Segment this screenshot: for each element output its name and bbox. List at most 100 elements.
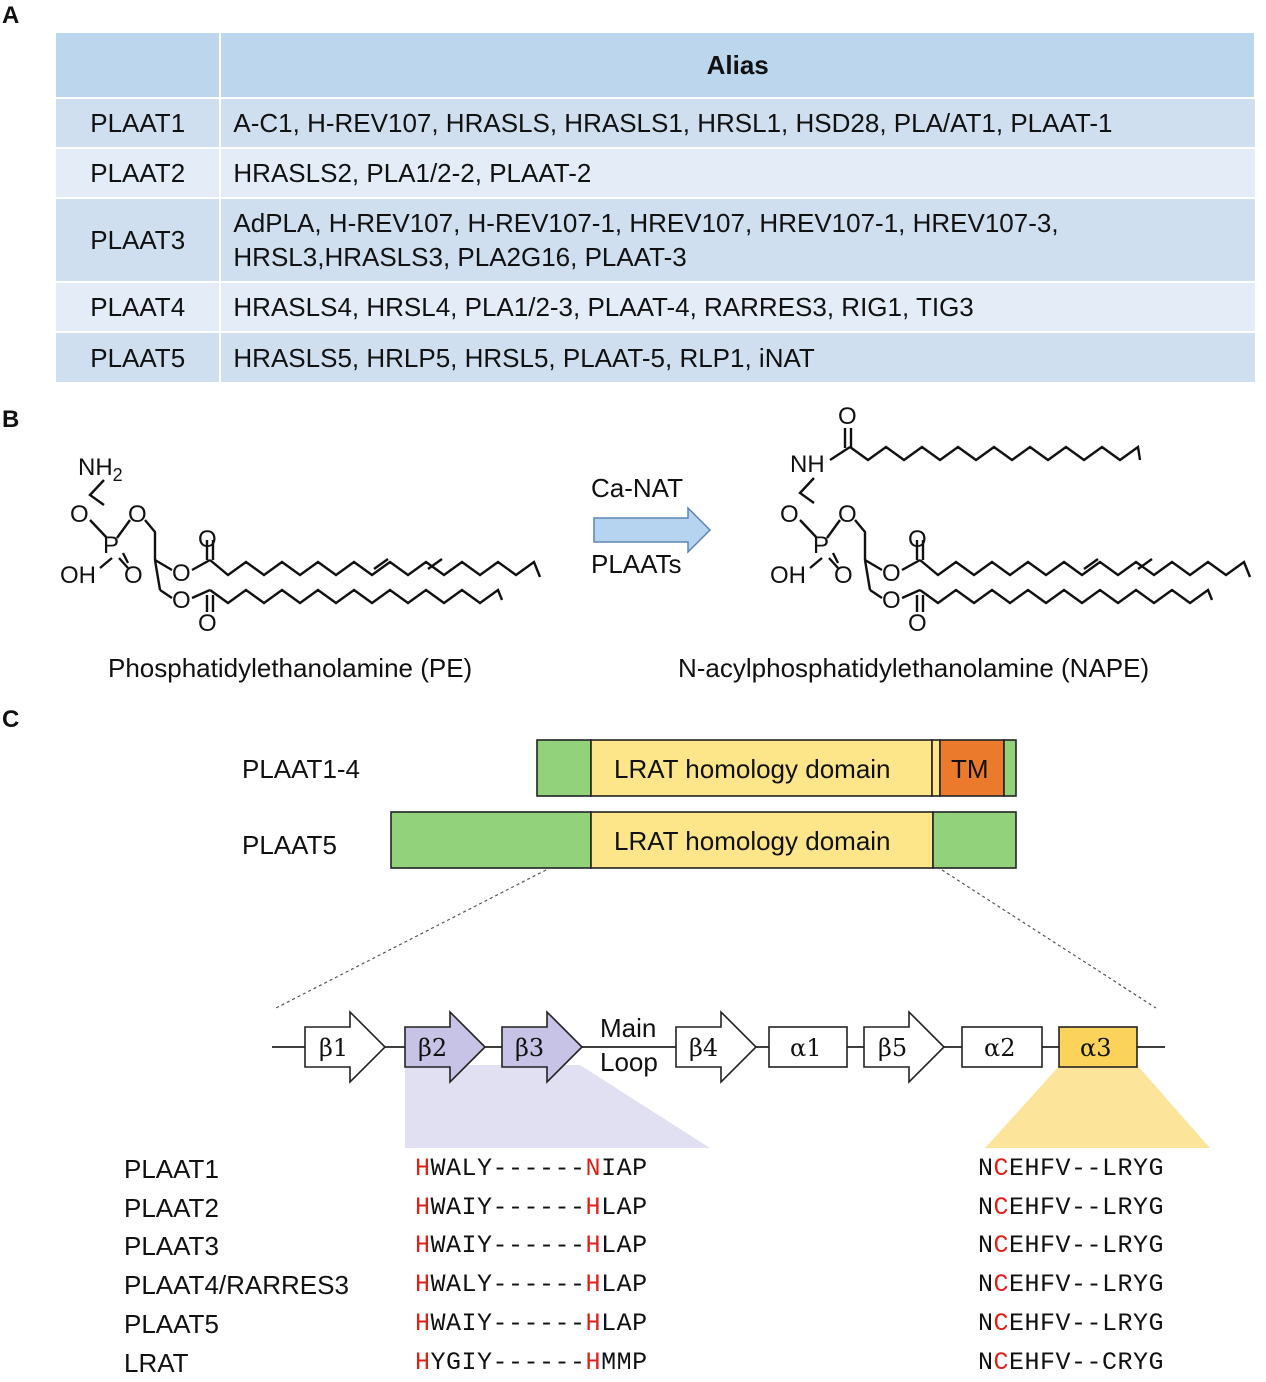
domain-diagram: PLAAT1-4 LRAT homology domain TM PLAAT5 … <box>242 739 1210 1148</box>
plaat1-4-bar <box>536 739 1017 797</box>
alignment-beta-region: HWALY------NIAP HWAIY------HLAP HWAIY---… <box>415 1150 648 1382</box>
topology-elements <box>304 1010 1138 1084</box>
row1-label: PLAAT1-4 <box>242 754 360 784</box>
alias-cell: HRASLS2, PLA1/2-2, PLAAT-2 <box>220 147 1255 198</box>
seq-row: NCEHFV--LRYG <box>978 1154 1165 1183</box>
plaat5-bar <box>390 811 1017 869</box>
substrate-label: Phosphatidylethanolamine (PE) <box>108 653 472 683</box>
alpha2-label: α2 <box>984 1034 1015 1062</box>
atom-label: O <box>838 501 857 528</box>
tm-domain <box>939 739 1005 797</box>
atom-label: P <box>103 532 119 559</box>
atom-label: O <box>882 587 901 614</box>
lrat-label: LRAT homology domain <box>614 826 891 856</box>
main-loop-label-1: Main <box>600 1013 656 1043</box>
zoom-line-left <box>275 869 547 1009</box>
alias-cell: A-C1, H-REV107, HRASLS, HRASLS1, HRSL1, … <box>220 97 1255 148</box>
seq-row: HWAIY------HLAP <box>415 1308 648 1338</box>
alpha3-highlight-cone <box>985 1065 1210 1148</box>
pe-atoms: NH2 O O P OH O O O O O <box>60 454 217 637</box>
atom-label: NH <box>790 451 825 478</box>
atom-label: O <box>838 403 857 430</box>
seq-row: NCEHFV--CRYG <box>978 1347 1165 1377</box>
seq-name: PLAAT1 <box>124 1154 219 1184</box>
header-alias: Alias <box>220 33 1256 98</box>
gene-cell: PLAAT1 <box>56 97 222 148</box>
beta1-arrow <box>304 1010 387 1084</box>
atom-label: O <box>908 526 927 553</box>
panel-a-label: A <box>2 2 20 29</box>
table-header-row: Alias <box>56 33 1256 98</box>
seq-row: NCEHFV--LRYG <box>978 1192 1165 1222</box>
atom-label: O <box>198 610 217 637</box>
atom-label: O <box>128 501 147 528</box>
atom-label: O <box>124 562 143 589</box>
alpha1-box <box>768 1026 848 1068</box>
table-row: PLAAT4 HRASLS4, HRSL4, PLA1/2-3, PLAAT-4… <box>56 281 1255 332</box>
table-row: PLAAT5 HRASLS5, HRLP5, HRSL5, PLAAT-5, R… <box>56 331 1255 382</box>
reaction-scheme: NH2 O O P OH O O O O O Phosphatidylethan… <box>60 403 1252 683</box>
atom-label: O <box>70 501 89 528</box>
atom-label: OH <box>770 562 806 589</box>
seq-name: PLAAT5 <box>124 1308 219 1339</box>
reaction-arrow <box>593 506 712 554</box>
enzyme-bottom-label: PLAATs <box>591 549 682 579</box>
lrat-domain <box>590 811 934 869</box>
beta5-arrow <box>863 1010 946 1084</box>
panel-b-label: B <box>2 406 20 433</box>
seq-row: NCEHFV--LRYG <box>978 1231 1165 1261</box>
beta5-label: β5 <box>878 1034 907 1062</box>
alpha1-label: α1 <box>790 1034 821 1062</box>
main-loop-label-2: Loop <box>600 1047 658 1077</box>
alias-cell: HRASLS5, HRLP5, HRSL5, PLAAT-5, RLP1, iN… <box>220 331 1255 382</box>
alias-table: Alias PLAAT1 A-C1, H-REV107, HRASLS, HRA… <box>56 33 1256 382</box>
alignment-alpha3-region: NCEHFV--LRYG NCEHFV--LRYG NCEHFV--LRYG N… <box>978 1150 1164 1382</box>
beta3-arrow <box>501 1010 584 1084</box>
beta3-label: β3 <box>515 1034 544 1062</box>
seq-name: PLAAT3 <box>124 1231 219 1262</box>
beta4-arrow <box>675 1010 758 1084</box>
seq-row: HYGIY------HMMP <box>415 1347 648 1377</box>
seq-name: PLAAT4/RARRES3 <box>124 1270 349 1301</box>
beta2-arrow <box>404 1010 487 1084</box>
table-row: PLAAT2 HRASLS2, PLA1/2-2, PLAAT-2 <box>56 147 1255 198</box>
seq-row: HWALY------HLAP <box>415 1270 648 1300</box>
beta-highlight-cone <box>405 1065 710 1148</box>
atom-label: O <box>908 610 927 637</box>
gene-cell: PLAAT3 <box>56 197 222 282</box>
beta1-label: β1 <box>319 1034 348 1062</box>
atom-label: O <box>834 562 853 589</box>
atom-label: O <box>172 560 191 587</box>
seq-name: LRAT <box>124 1347 189 1378</box>
nape-atoms: O NH O O P OH O O O O O <box>770 403 927 637</box>
lrat-label: LRAT homology domain <box>614 754 891 784</box>
atom-label: P <box>813 532 829 559</box>
seq-row: HWAIY------HLAP <box>415 1231 648 1261</box>
table-row: PLAAT3 AdPLA, H-REV107, H-REV107-1, HREV… <box>56 197 1255 282</box>
n-term-region <box>536 739 592 797</box>
c-term-region <box>932 811 1017 869</box>
nape-structure <box>798 428 1252 612</box>
table-row: PLAAT1 A-C1, H-REV107, HRASLS, HRASLS1, … <box>56 97 1255 148</box>
beta2-label: β2 <box>418 1034 447 1062</box>
atom-label: O <box>882 560 901 587</box>
seq-row: NCEHFV--LRYG <box>978 1308 1165 1338</box>
alpha2-box <box>961 1026 1043 1068</box>
alias-cell: HRASLS4, HRSL4, PLA1/2-3, PLAAT-4, RARRE… <box>220 281 1255 332</box>
atom-label: NH2 <box>78 454 123 485</box>
enzyme-top-label: Ca-NAT <box>591 473 683 503</box>
atom-label: O <box>198 526 217 553</box>
seq-name: PLAAT2 <box>124 1192 219 1223</box>
panel-c-label: C <box>2 706 20 733</box>
pe-structure <box>88 479 542 612</box>
alpha3-label: α3 <box>1080 1034 1111 1062</box>
alpha3-box <box>1058 1026 1138 1068</box>
atom-label: OH <box>60 562 96 589</box>
n-term-region <box>390 811 592 869</box>
atom-label: O <box>780 501 799 528</box>
lrat-domain <box>590 739 933 797</box>
gene-cell: PLAAT5 <box>56 331 222 382</box>
tm-label: TM <box>951 754 989 784</box>
seq-row: HWAIY------HLAP <box>415 1192 648 1222</box>
seq-row: HWALY------NIAP <box>415 1154 648 1183</box>
